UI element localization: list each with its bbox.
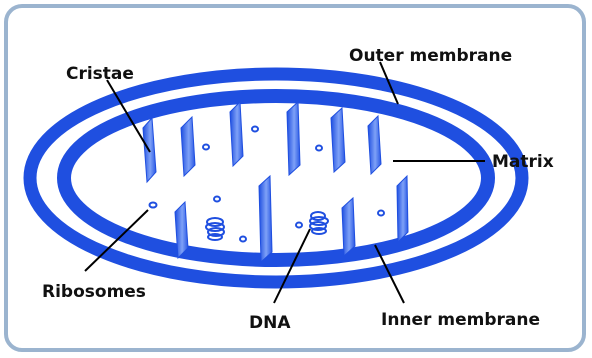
ribosome <box>150 203 157 208</box>
ribosome <box>378 211 384 216</box>
label-inner-membrane: Inner membrane <box>381 310 540 330</box>
crista <box>331 108 345 172</box>
inner-membrane <box>64 96 488 260</box>
crista <box>287 102 300 175</box>
label-ribosomes: Ribosomes <box>42 282 146 302</box>
crista <box>342 198 355 256</box>
ribosome <box>296 223 302 228</box>
crista <box>181 117 195 176</box>
label-outer-membrane: Outer membrane <box>349 46 512 66</box>
label-cristae: Cristae <box>66 64 134 84</box>
label-dna: DNA <box>249 313 291 333</box>
crista <box>259 176 272 262</box>
ribosome <box>240 237 246 242</box>
ribosome <box>214 197 220 202</box>
label-matrix: Matrix <box>492 152 554 172</box>
ribosome <box>252 127 258 132</box>
ribosome <box>316 146 322 151</box>
crista <box>397 176 408 242</box>
ribosome <box>203 145 209 150</box>
